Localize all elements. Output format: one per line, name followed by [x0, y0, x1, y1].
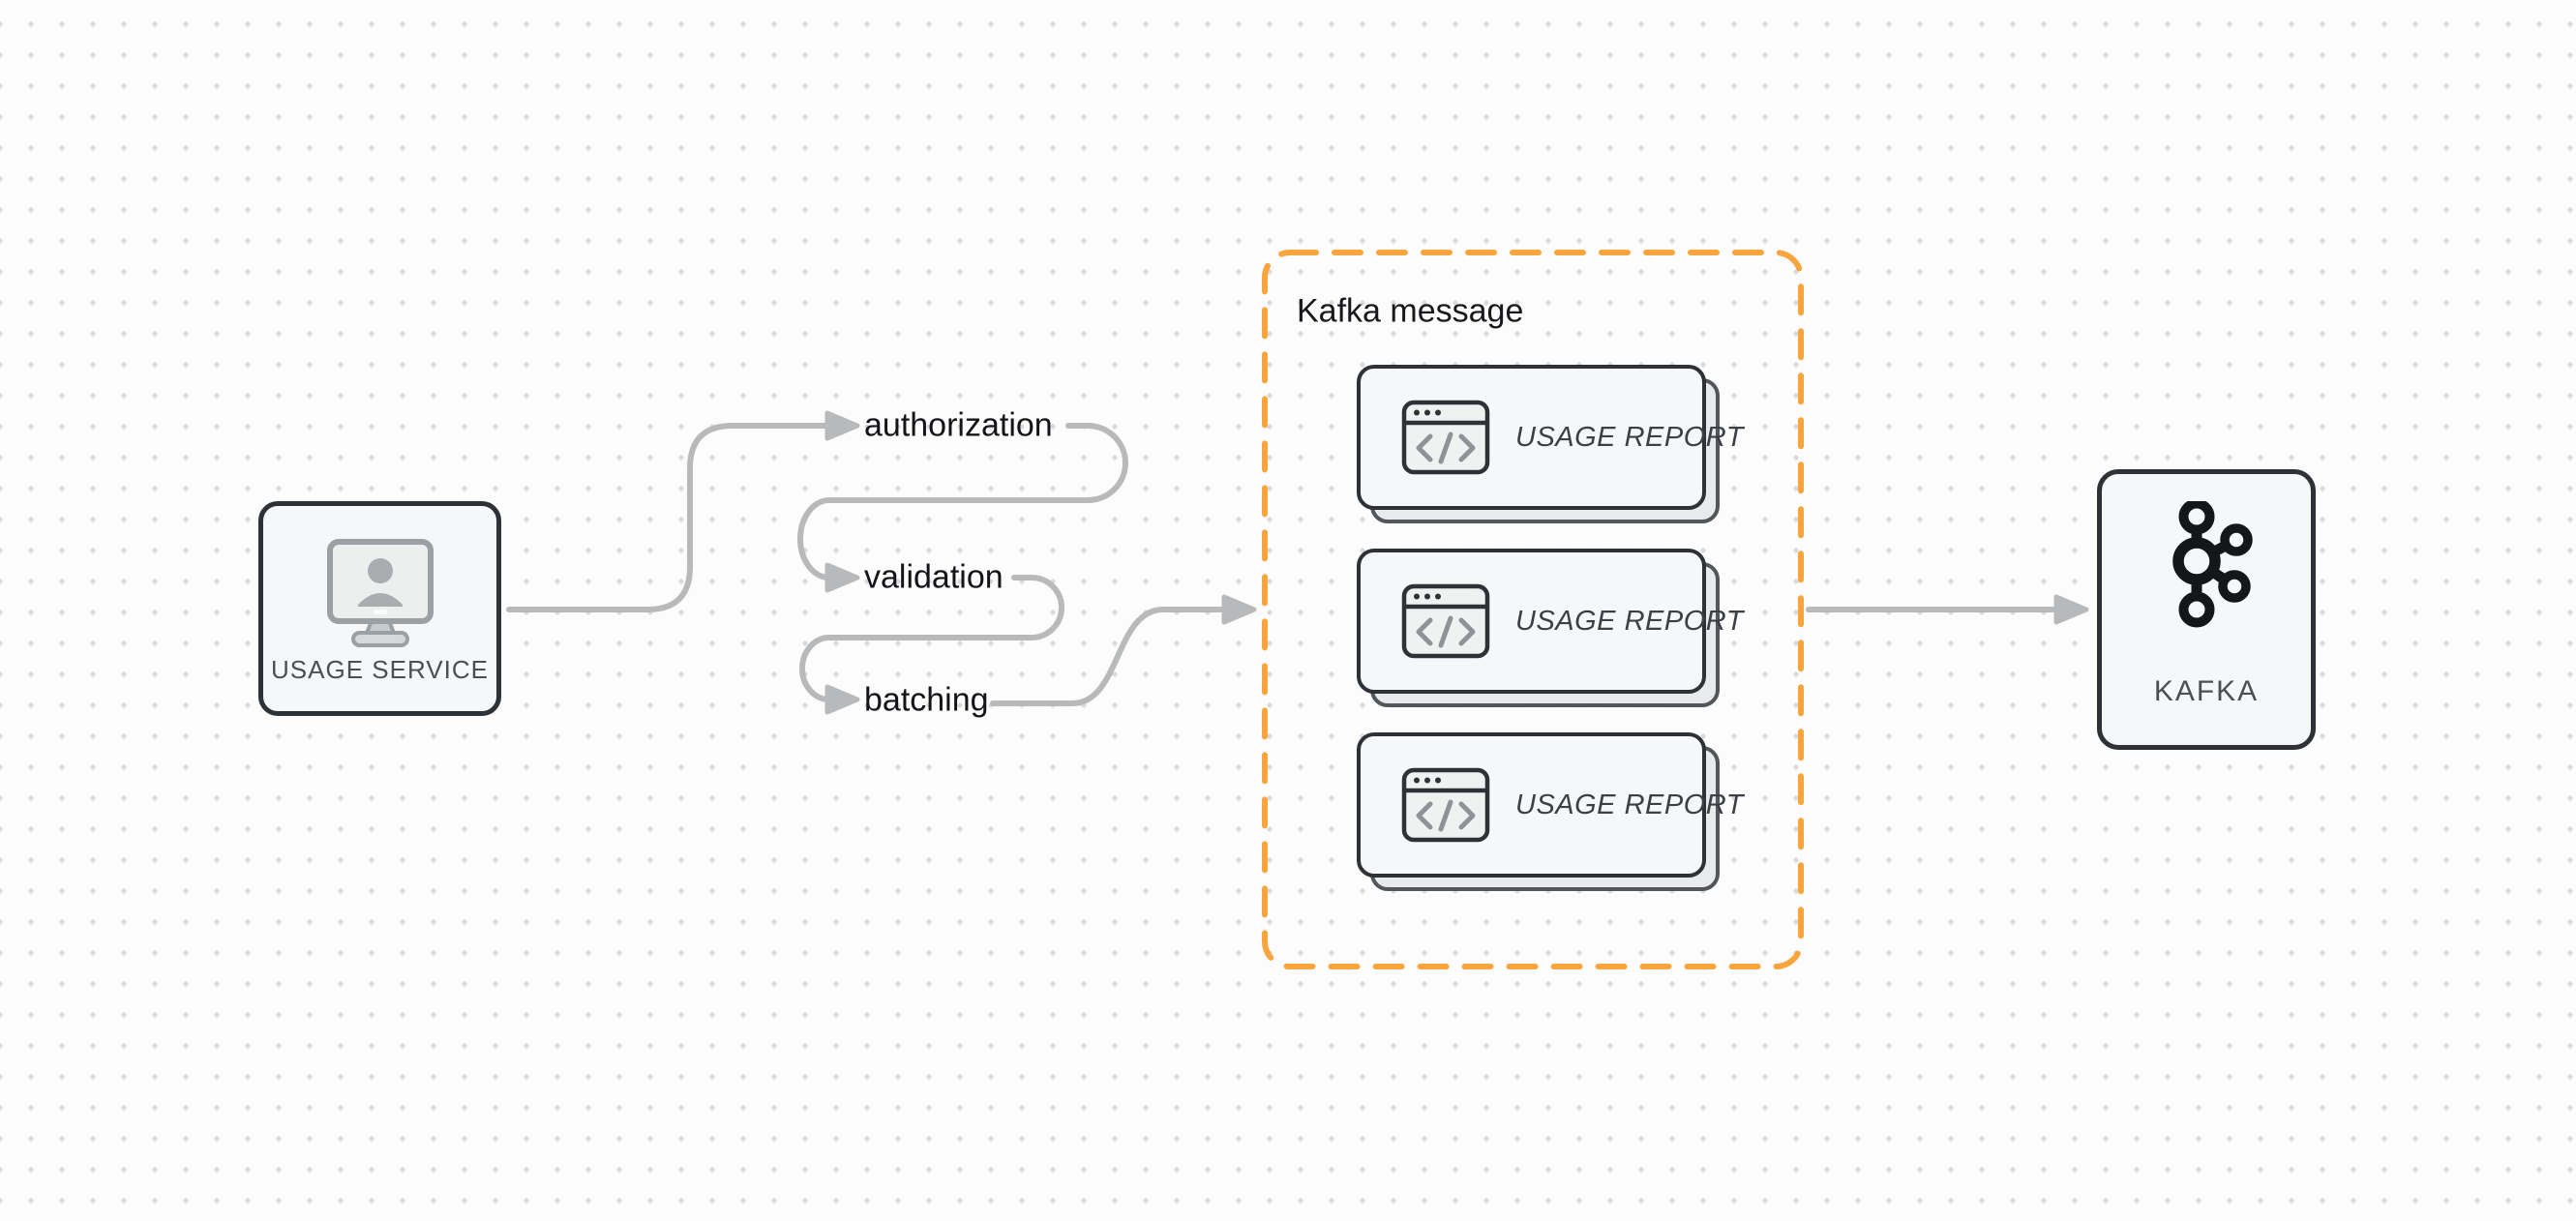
code-window-icon	[1401, 583, 1490, 659]
usage-report-label: USAGE REPORT	[1515, 605, 1744, 637]
usage-report-card: USAGE REPORT	[1357, 732, 1743, 891]
node-kafka: KAFKA	[2097, 469, 2316, 750]
arrowhead-batching	[824, 684, 860, 715]
step-label-validation: validation	[864, 558, 1003, 596]
code-window-icon	[1401, 767, 1490, 843]
edge-validation-to-batching	[799, 575, 1064, 702]
arrowhead-kafka	[2053, 594, 2089, 625]
kafka-logo-icon	[2172, 501, 2253, 628]
node-usage-service: USAGE SERVICE	[258, 501, 501, 716]
usage-report-label: USAGE REPORT	[1515, 789, 1744, 820]
usage-service-label: USAGE SERVICE	[271, 655, 489, 684]
kafka-label: KAFKA	[2153, 675, 2260, 707]
step-label-authorization: authorization	[864, 406, 1053, 444]
kafka-message-group-border	[1262, 250, 1804, 969]
arrowhead-authorization	[824, 410, 860, 441]
edge-usage-to-authorization	[506, 423, 833, 612]
monitor-user-icon	[326, 539, 434, 647]
step-label-batching: batching	[864, 681, 989, 719]
usage-report-label: USAGE REPORT	[1515, 421, 1744, 453]
kafka-message-group-title: Kafka message	[1297, 292, 1524, 330]
arrowhead-validation	[824, 562, 860, 593]
usage-report-card: USAGE REPORT	[1357, 549, 1743, 707]
edge-batching-to-group	[990, 607, 1228, 706]
arrowhead-group	[1221, 594, 1257, 625]
usage-report-card: USAGE REPORT	[1357, 365, 1743, 523]
code-window-icon	[1401, 400, 1490, 475]
edge-authorization-to-validation	[797, 423, 1128, 581]
